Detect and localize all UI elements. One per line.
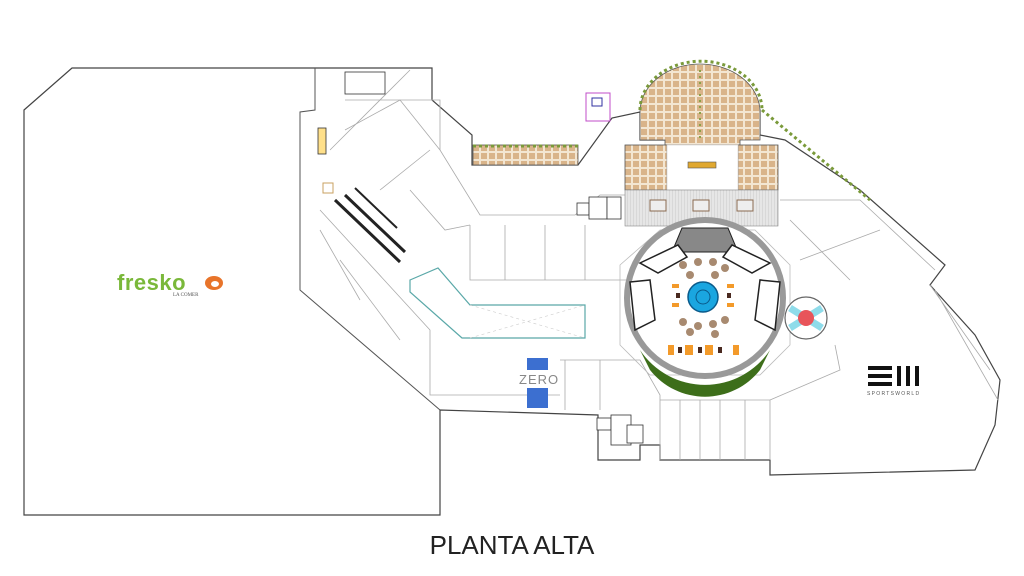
fresko-store-label: fresko — [117, 270, 187, 295]
kiosk — [784, 296, 828, 340]
fresko-wall — [299, 68, 441, 411]
zero-store-label: ZERO — [519, 372, 560, 387]
floor-title: PLANTA ALTA — [429, 530, 595, 560]
fresko-logo-icon — [205, 276, 223, 290]
stair-box — [585, 92, 611, 122]
fountain-icon — [687, 281, 719, 313]
corridor-outline — [409, 267, 586, 339]
sportsworld-logo-icon — [868, 366, 919, 386]
stairs-cluster — [317, 71, 644, 446]
seating-left — [624, 144, 668, 191]
interior-walls — [319, 69, 999, 460]
atrium-octagon — [619, 229, 791, 376]
planter-seating — [472, 144, 579, 166]
seating-right — [737, 144, 779, 191]
fresko-subtitle: LA COMER — [173, 293, 199, 298]
escalator — [333, 187, 407, 264]
sportsworld-store-label: SPORTSWORLD — [867, 391, 921, 397]
rotunda — [624, 217, 786, 397]
